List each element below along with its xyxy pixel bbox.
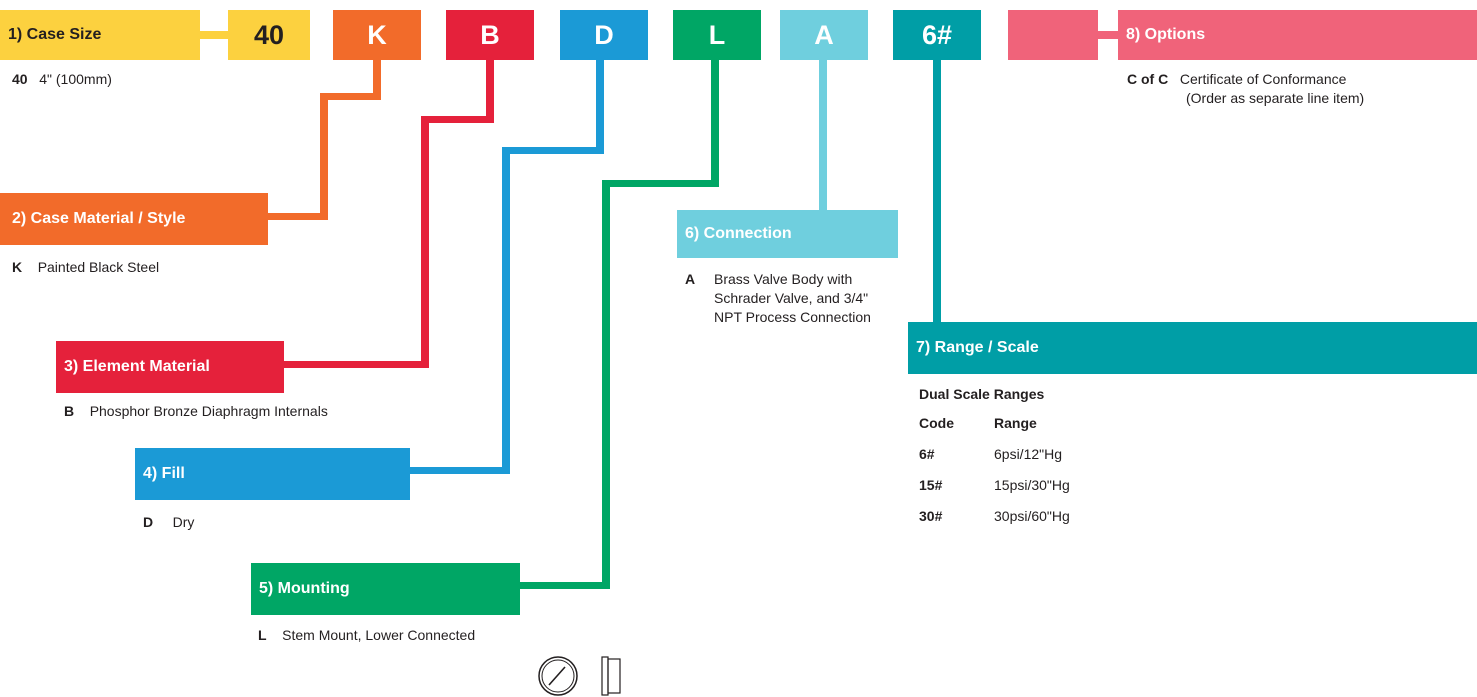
options-title: 8) Options bbox=[1126, 26, 1206, 43]
case-material-title: 2) Case Material / Style bbox=[12, 210, 186, 227]
options-connector bbox=[1095, 31, 1119, 39]
options-bar bbox=[1008, 10, 1098, 60]
range-row-value: 6psi/12"Hg bbox=[994, 446, 1063, 462]
connection-connector bbox=[819, 60, 827, 210]
fill-connector-v1 bbox=[596, 60, 604, 154]
mounting-connector-v1 bbox=[711, 60, 719, 187]
case-material-connector-h2 bbox=[268, 213, 328, 220]
case-size-code: 40 bbox=[12, 71, 28, 87]
range-subtitle: Dual Scale Ranges bbox=[919, 386, 1045, 402]
element-connector-h2 bbox=[284, 361, 429, 368]
case-material-connector-h1 bbox=[320, 93, 381, 100]
connection-desc-3: NPT Process Connection bbox=[714, 309, 871, 325]
code-box-element: B bbox=[446, 10, 534, 60]
fill-title: 4) Fill bbox=[143, 465, 185, 482]
gauge-side-icon bbox=[601, 656, 621, 696]
case-size-item: 40 4" (100mm) bbox=[12, 71, 112, 87]
fill-connector-h2 bbox=[410, 467, 510, 474]
connection-code: A bbox=[685, 271, 696, 287]
options-item: C of C Certificate of Conformance bbox=[1127, 71, 1346, 87]
range-title: 7) Range / Scale bbox=[916, 339, 1039, 356]
case-material-connector-v2 bbox=[320, 93, 328, 220]
mounting-item: L Stem Mount, Lower Connected bbox=[258, 627, 475, 643]
options-desc: Certificate of Conformance bbox=[1179, 71, 1347, 87]
connection-desc-2: Schrader Valve, and 3/4" bbox=[714, 290, 869, 306]
mounting-connector-h2 bbox=[520, 582, 610, 589]
case-material-desc: Painted Black Steel bbox=[37, 259, 160, 275]
case-size-connector bbox=[200, 31, 230, 39]
element-connector-h1 bbox=[421, 116, 494, 123]
fill-item: D Dry bbox=[143, 514, 194, 530]
range-row-value: 15psi/30"Hg bbox=[994, 477, 1070, 493]
connection-header: 6) Connection bbox=[677, 210, 898, 258]
case-size-desc: 4" (100mm) bbox=[39, 71, 112, 87]
connection-title: 6) Connection bbox=[685, 225, 792, 242]
connection-desc-1: Brass Valve Body with bbox=[714, 271, 853, 287]
element-material-code: B bbox=[64, 403, 75, 419]
range-row-code: 30# bbox=[919, 508, 943, 524]
gauge-front-icon bbox=[538, 656, 578, 696]
range-row-code: 15# bbox=[919, 477, 943, 493]
options-header: 8) Options bbox=[1118, 10, 1477, 60]
range-connector bbox=[933, 60, 941, 322]
element-material-desc: Phosphor Bronze Diaphragm Internals bbox=[89, 403, 328, 419]
fill-header: 4) Fill bbox=[135, 448, 410, 500]
mounting-connector-h1 bbox=[602, 180, 719, 187]
element-material-title: 3) Element Material bbox=[64, 358, 210, 375]
fill-connector-h1 bbox=[502, 147, 604, 154]
fill-code: D bbox=[143, 514, 154, 530]
code-box-case-size: 40 bbox=[228, 10, 310, 60]
options-desc-2: (Order as separate line item) bbox=[1186, 90, 1365, 106]
case-size-title: 1) Case Size bbox=[8, 26, 102, 43]
element-connector-v1 bbox=[486, 60, 494, 123]
code-box-range: 6# bbox=[893, 10, 981, 60]
options-code: C of C bbox=[1127, 71, 1169, 87]
code-box-case-material: K bbox=[333, 10, 421, 60]
code-box-mounting: L bbox=[673, 10, 761, 60]
case-size-header: 1) Case Size bbox=[0, 10, 200, 60]
range-col-code: Code bbox=[919, 415, 954, 431]
range-header: 7) Range / Scale bbox=[908, 322, 1477, 374]
mounting-header: 5) Mounting bbox=[251, 563, 520, 615]
case-material-connector-v1 bbox=[373, 60, 381, 100]
range-row-code: 6# bbox=[919, 446, 935, 462]
element-connector-v2 bbox=[421, 116, 429, 368]
code-box-connection: A bbox=[780, 10, 868, 60]
mounting-desc: Stem Mount, Lower Connected bbox=[282, 627, 476, 643]
fill-connector-v2 bbox=[502, 147, 510, 474]
case-material-header: 2) Case Material / Style bbox=[0, 193, 268, 245]
case-material-item: K Painted Black Steel bbox=[12, 259, 159, 275]
fill-desc: Dry bbox=[172, 514, 195, 530]
code-box-fill: D bbox=[560, 10, 648, 60]
mounting-title: 5) Mounting bbox=[259, 580, 350, 597]
element-material-item: B Phosphor Bronze Diaphragm Internals bbox=[64, 403, 328, 419]
element-material-header: 3) Element Material bbox=[56, 341, 284, 393]
range-col-range: Range bbox=[994, 415, 1037, 431]
range-row-value: 30psi/60"Hg bbox=[994, 508, 1070, 524]
mounting-connector-v2 bbox=[602, 180, 610, 589]
mounting-code: L bbox=[258, 627, 267, 643]
case-material-code: K bbox=[12, 259, 23, 275]
